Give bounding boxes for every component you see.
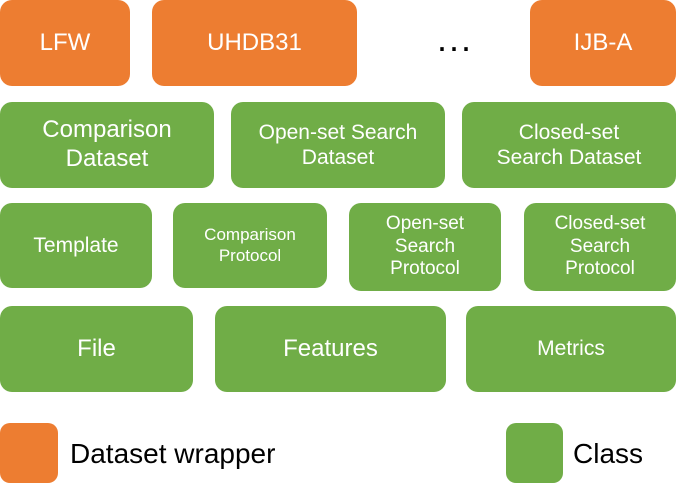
class-closed-set-search-dataset: Closed-set Search Dataset	[462, 102, 676, 188]
dataset-wrapper-lfw-label: LFW	[39, 28, 91, 56]
class-open-set-search-protocol: Open-set Search Protocol	[349, 203, 501, 291]
class-open-set-search-dataset: Open-set Search Dataset	[231, 102, 445, 188]
dataset-wrapper-ijba: IJB-A	[530, 0, 676, 86]
class-closed-set-search-protocol: Closed-set Search Protocol	[524, 203, 676, 291]
more-datasets-ellipsis: ...	[436, 18, 473, 59]
dataset-wrapper-uhdb31: UHDB31	[152, 0, 357, 86]
class-file-label: File	[77, 334, 116, 362]
class-open-set-search-protocol-label: Open-set Search Protocol	[385, 212, 465, 280]
class-features-label: Features	[283, 334, 378, 362]
class-metrics: Metrics	[466, 306, 676, 392]
dataset-wrapper-lfw: LFW	[0, 0, 130, 86]
class-template-label: Template	[33, 233, 119, 257]
dataset-wrapper-ijba-label: IJB-A	[573, 28, 633, 56]
legend-dataset-wrapper-label: Dataset wrapper	[70, 438, 276, 469]
legend-class-swatch	[506, 423, 563, 483]
dataset-wrapper-uhdb31-label: UHDB31	[207, 28, 302, 56]
class-comparison-protocol: Comparison Protocol	[173, 203, 327, 288]
class-closed-set-search-dataset-label: Closed-set Search Dataset	[496, 120, 642, 169]
class-features: Features	[215, 306, 446, 392]
class-metrics-label: Metrics	[537, 337, 605, 361]
class-template: Template	[0, 203, 152, 288]
class-open-set-search-dataset-label: Open-set Search Dataset	[258, 120, 418, 169]
legend-class-label: Class	[573, 438, 644, 469]
class-comparison-dataset-label: Comparison Dataset	[42, 116, 172, 172]
class-file: File	[0, 306, 193, 392]
class-comparison-dataset: Comparison Dataset	[0, 102, 214, 188]
class-comparison-protocol-label: Comparison Protocol	[204, 225, 296, 265]
legend-dataset-wrapper-swatch	[0, 423, 58, 483]
class-closed-set-search-protocol-label: Closed-set Search Protocol	[554, 212, 646, 280]
